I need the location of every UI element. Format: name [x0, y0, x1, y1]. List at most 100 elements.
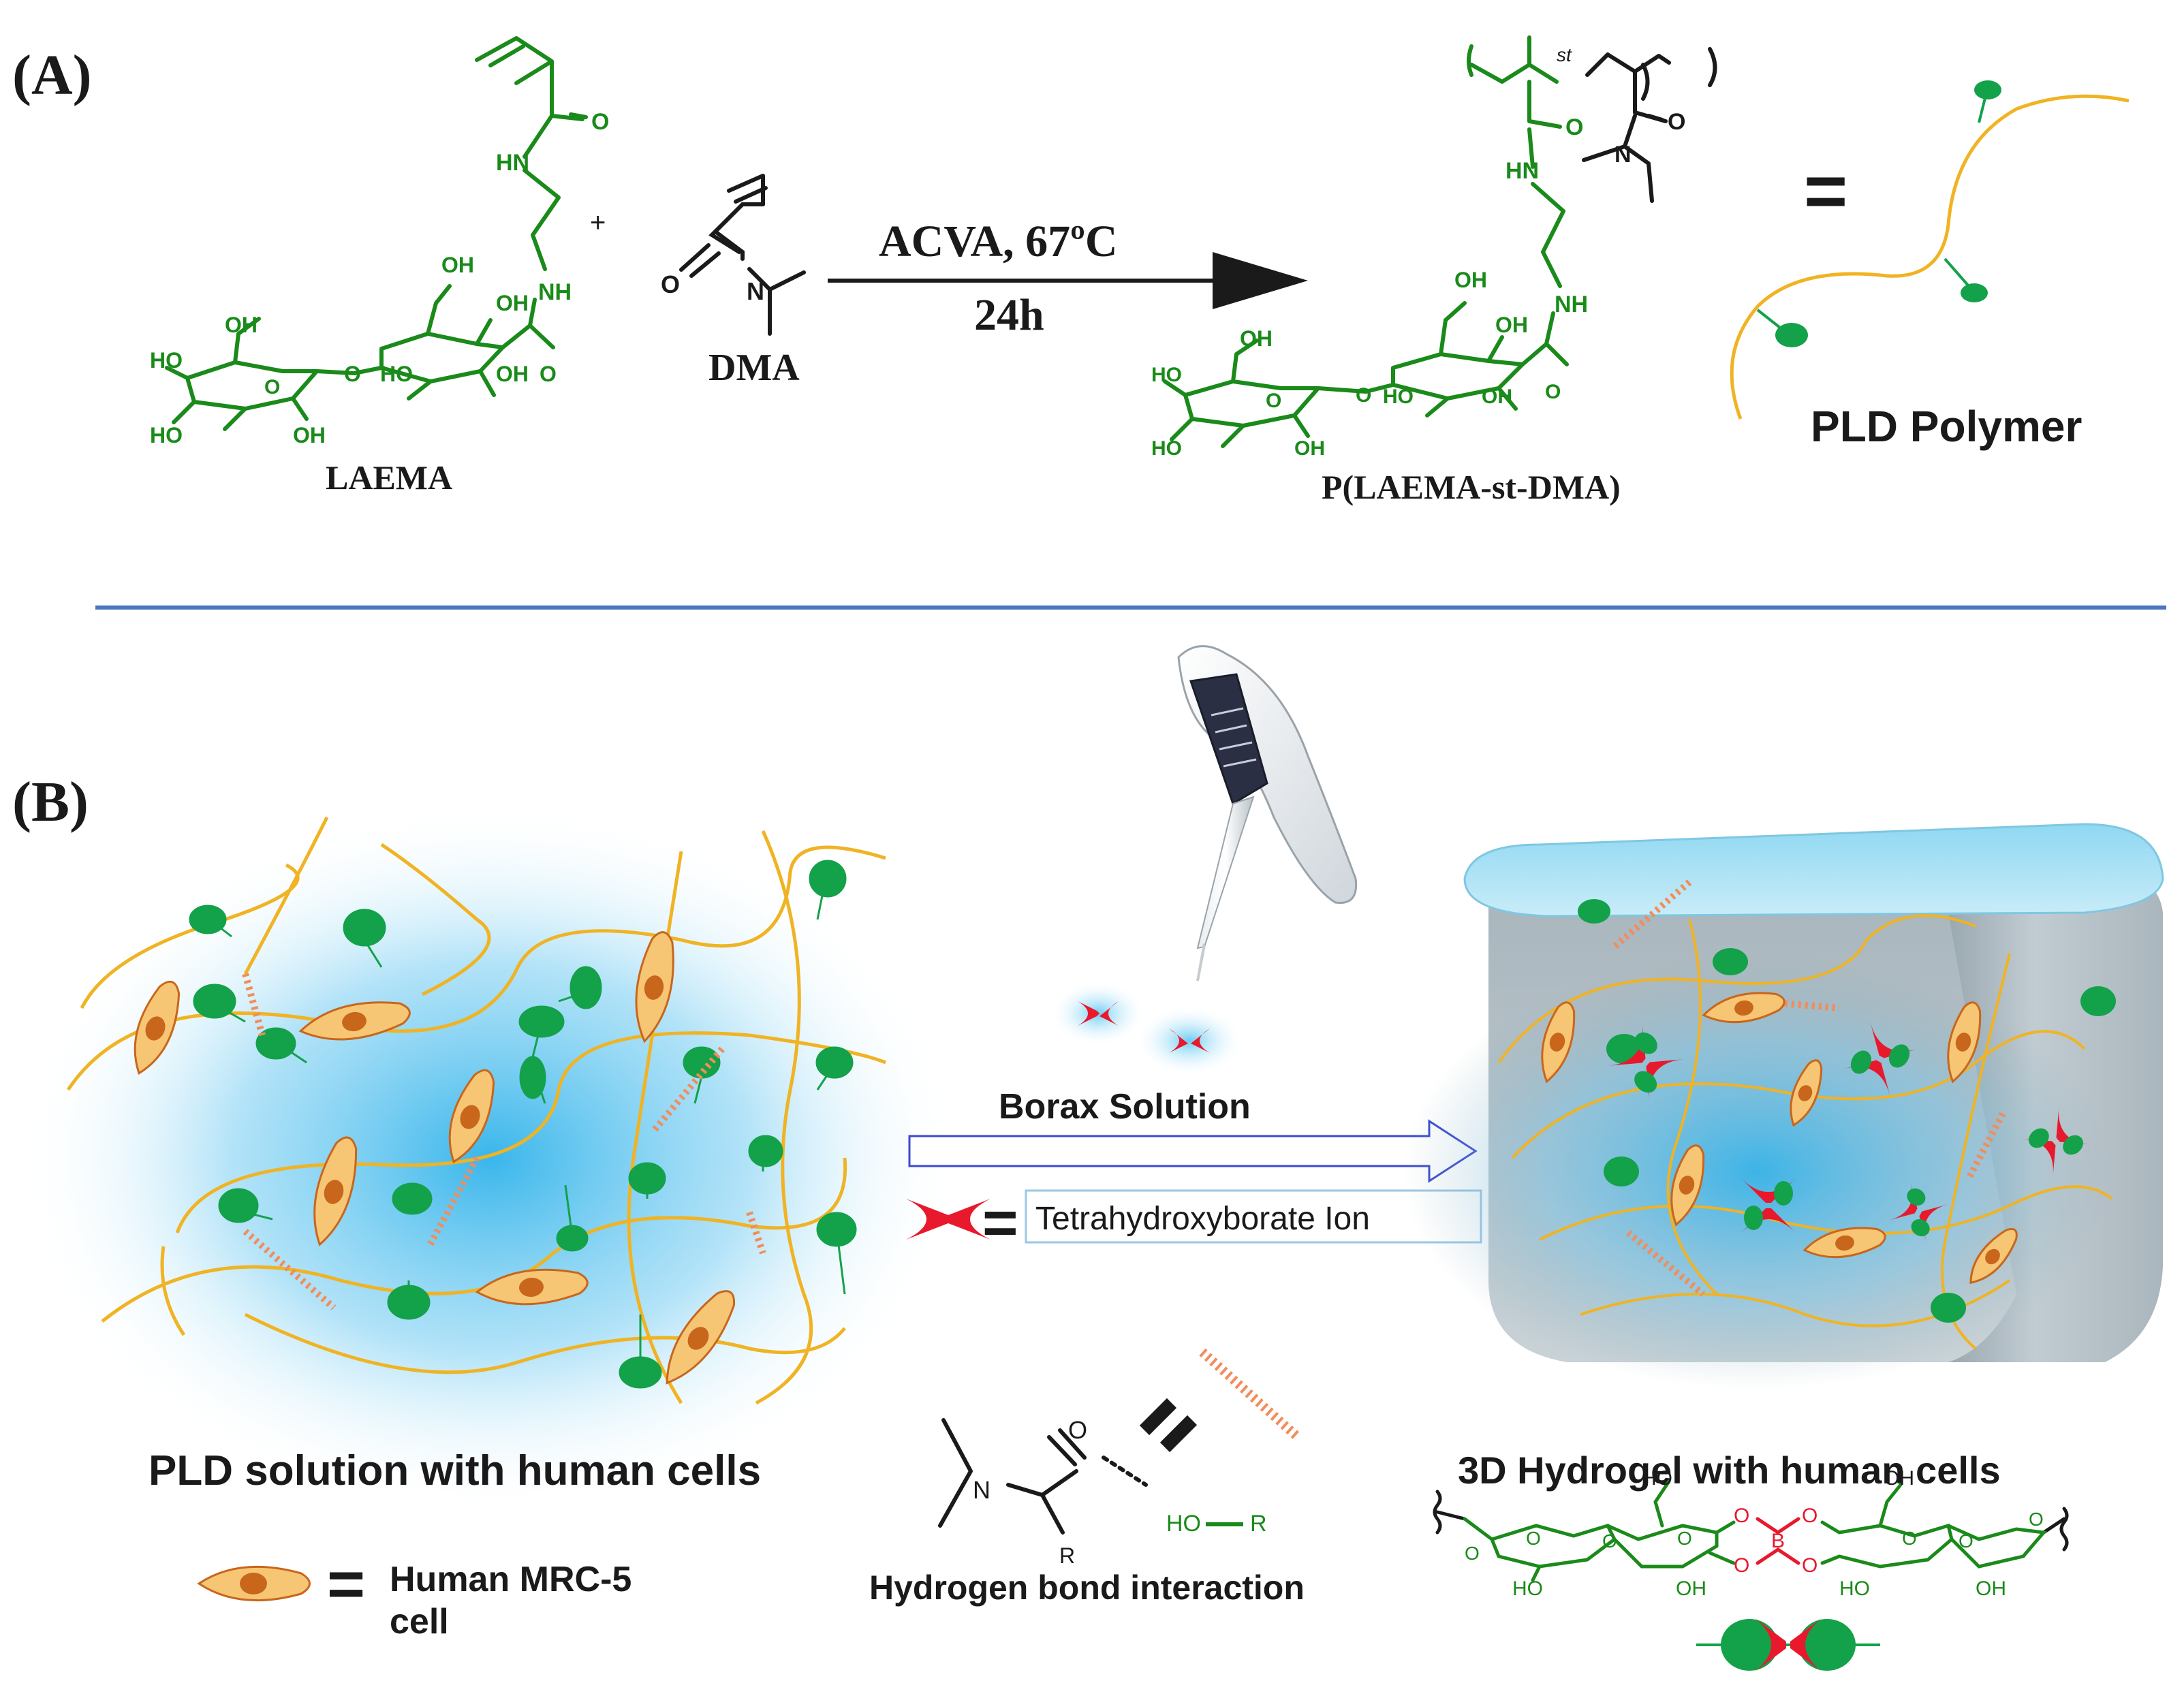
atom-ho: HO	[1151, 437, 1182, 460]
atom-oh: OH	[293, 423, 326, 447]
atom-ho: HO	[150, 348, 183, 373]
equals-sign-cell: =	[327, 1547, 365, 1620]
panel-a-label: (A)	[12, 44, 92, 107]
atom-nh: NH	[1555, 292, 1588, 317]
atom-o: O	[1068, 1416, 1087, 1444]
atom-hn: HN	[1506, 158, 1539, 184]
ion-legend-label: Tetrahydroxyborate Ion	[1035, 1201, 1370, 1237]
atom-b: B	[1771, 1530, 1785, 1552]
dma-label: DMA	[708, 347, 800, 389]
pld-solution-illustration	[20, 804, 961, 1512]
atom-oh: OH	[496, 291, 529, 315]
atom-oh: OH	[1482, 386, 1512, 408]
atom-o: O	[1526, 1528, 1541, 1549]
atom-oh: OH	[1454, 268, 1487, 292]
product-label: P(LAEMA-st-DMA)	[1322, 468, 1621, 506]
atom-oh: OH	[1495, 313, 1528, 337]
borax-label: Borax Solution	[999, 1087, 1251, 1127]
atom-ho: HO	[150, 423, 183, 447]
cell-legend-line1: Human MRC-5	[390, 1560, 631, 1599]
reaction-conditions: ACVA, 67ºC	[879, 217, 1118, 266]
pipette-illustration	[1177, 645, 1358, 981]
atom-oh: OH	[1294, 437, 1325, 460]
human-cells	[134, 931, 736, 1385]
atom-o: O	[1959, 1530, 1974, 1552]
atom-ho: HO	[1839, 1577, 1870, 1600]
plus-sign: +	[590, 208, 606, 238]
tetrahydroxyborate-icon	[906, 1199, 990, 1240]
atom-o: O	[344, 362, 361, 386]
atom-o: O	[1902, 1528, 1917, 1549]
atom-o: O	[540, 362, 557, 386]
atom-oh: OH	[1884, 1467, 1914, 1490]
reaction-time: 24h	[974, 290, 1044, 340]
atom-o: O	[1356, 384, 1371, 407]
atom-o: O	[661, 270, 680, 298]
atom-n: N	[747, 277, 764, 305]
right-caption: 3D Hydrogel with human cells	[1458, 1449, 2001, 1492]
atom-o: O	[1802, 1505, 1818, 1527]
borax-ion-droplets	[1050, 981, 1244, 1076]
atom-ho: HO	[1166, 1511, 1201, 1537]
hbond-structure	[938, 1418, 1148, 1535]
atom-oh: OH	[1240, 326, 1273, 351]
solution-glow	[20, 804, 961, 1512]
hbond-legend-dash	[1199, 1348, 1301, 1441]
st-label: st	[1557, 44, 1572, 65]
atom-ho: HO	[1383, 386, 1414, 408]
atom-oh: OH	[225, 313, 258, 337]
atom-hn: HN	[496, 150, 529, 176]
atom-oh: OH	[441, 253, 474, 277]
atom-o: O	[2029, 1509, 2044, 1530]
equals-sign-ion: =	[982, 1189, 1018, 1257]
atom-ho: HO	[1512, 1577, 1543, 1600]
ion-legend-box	[1025, 1189, 1482, 1244]
cell-legend-line2: cell	[390, 1602, 449, 1641]
equals-sign-a: =	[1804, 149, 1847, 233]
crosslink-legend-icon	[1696, 1618, 1880, 1672]
atom-n: N	[1614, 142, 1632, 168]
atom-oh: OH	[496, 362, 529, 386]
atom-o: O	[1734, 1554, 1749, 1577]
atom-oh: OH	[1976, 1577, 2006, 1600]
atom-o: O	[1565, 114, 1583, 140]
atom-ho: HO	[1151, 364, 1182, 386]
laema-structure	[165, 36, 588, 431]
atom-o: O	[1602, 1530, 1617, 1552]
atom-n: N	[973, 1476, 990, 1504]
reaction-arrowhead	[1213, 252, 1308, 309]
atom-o: O	[591, 109, 609, 135]
pld-polymer-label: PLD Polymer	[1811, 402, 2082, 451]
pld-polymer-icon	[1730, 80, 2130, 420]
atom-oh: OH	[1676, 1577, 1706, 1600]
atom-o: O	[1545, 381, 1561, 403]
equals-sign-hbond	[1139, 1398, 1198, 1453]
hbond-dashes	[242, 973, 766, 1310]
sugar-beads	[189, 860, 857, 1389]
atom-o: O	[264, 376, 280, 398]
hydrogel-glow	[1403, 954, 2112, 1389]
atom-o: O	[1677, 1528, 1692, 1549]
left-caption: PLD solution with human cells	[149, 1447, 761, 1494]
hbond-caption: Hydrogen bond interaction	[869, 1569, 1305, 1607]
atom-o: O	[1802, 1554, 1818, 1577]
atom-o: O	[1668, 109, 1685, 135]
product-structure	[1163, 35, 1717, 448]
atom-ho: HO	[380, 362, 413, 386]
cell-legend-icon	[197, 1565, 311, 1602]
atom-o: O	[1266, 390, 1281, 412]
crosslinks	[1607, 1022, 2091, 1242]
atom-ho: HO	[1642, 1467, 1672, 1490]
borax-arrow	[908, 1119, 1478, 1183]
borate-crosslink-structure	[1433, 1479, 2069, 1582]
atom-r: R	[1059, 1543, 1075, 1568]
laema-label: LAEMA	[326, 458, 452, 497]
atom-r: R	[1250, 1511, 1267, 1537]
dma-structure	[679, 174, 806, 336]
hydrogel-box	[1403, 823, 2164, 1389]
atom-nh: NH	[538, 279, 572, 305]
atom-o: O	[1734, 1505, 1749, 1527]
atom-o: O	[1465, 1543, 1480, 1564]
panel-b-label: (B)	[12, 770, 89, 834]
